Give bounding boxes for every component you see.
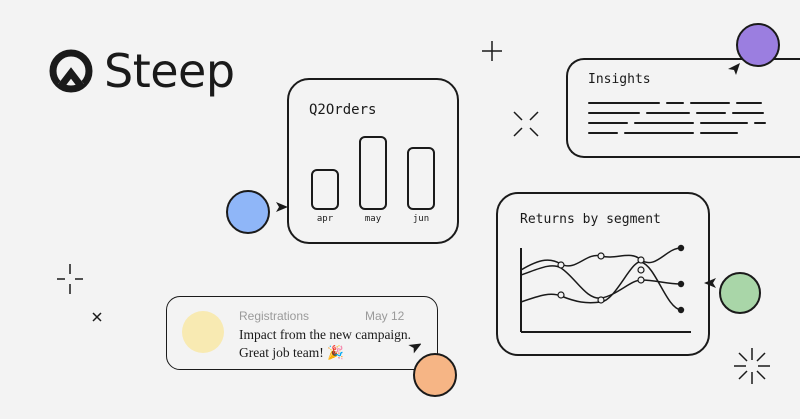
sparkle-burst-icon (734, 348, 770, 384)
insights-placeholder-line (646, 112, 690, 114)
orders-card-title: Q2Orders (309, 102, 377, 118)
sparkle-x-icon (513, 111, 539, 137)
small-x-icon (92, 312, 102, 322)
series-point (597, 296, 605, 304)
brand-name: Steep (104, 44, 235, 98)
notification-date: May 12 (365, 309, 405, 323)
cursor-pointer-icon (728, 63, 740, 75)
returns-line-chart (520, 244, 691, 333)
cursor-pointer-icon (704, 278, 716, 288)
insights-placeholder-line (588, 112, 640, 114)
orders-bar-apr (311, 169, 339, 210)
insights-card-title: Insights (588, 72, 651, 87)
cursor-pointer-icon (276, 202, 288, 212)
returns-card-title: Returns by segment (520, 212, 661, 227)
series-point (637, 266, 645, 274)
series-point (557, 261, 565, 269)
orders-bar-jun (407, 147, 435, 210)
orders-bar-label: may (364, 214, 382, 224)
series-endpoint (677, 280, 685, 288)
series-endpoint (677, 244, 685, 252)
orders-bar-label: jun (412, 214, 430, 224)
insights-placeholder-line (666, 102, 684, 104)
avatar-orange[interactable] (413, 353, 457, 397)
insights-placeholder-line (588, 132, 618, 134)
insights-placeholder-line (690, 102, 730, 104)
insights-placeholder-line (696, 112, 726, 114)
series-endpoint (677, 306, 685, 314)
avatar-yellow (182, 311, 224, 353)
series-point (637, 256, 645, 264)
notification-message-line-1: Impact from the new campaign. (239, 327, 412, 342)
series-point (557, 291, 565, 299)
orders-bar-label: apr (316, 214, 334, 224)
insights-placeholder-line (700, 122, 748, 124)
insights-placeholder-line (588, 122, 628, 124)
steep-logo-icon (49, 49, 93, 93)
avatar-blue[interactable] (226, 190, 270, 234)
avatar-green[interactable] (719, 272, 761, 314)
insights-placeholder-line (634, 122, 694, 124)
cursor-pointer-icon (408, 343, 421, 354)
orders-bar-may (359, 136, 387, 210)
series-point (597, 252, 605, 260)
insights-placeholder-line (624, 132, 694, 134)
insights-placeholder-line (588, 102, 660, 104)
insights-card[interactable]: Insights (566, 58, 800, 158)
notification-message-line-2: Great job team! 🎉 (239, 345, 344, 360)
sparkle-plus-icon (482, 41, 502, 61)
avatar-purple[interactable] (736, 23, 780, 67)
insights-placeholder-line (754, 122, 766, 124)
series-point (637, 276, 645, 284)
insights-placeholder-line (736, 102, 762, 104)
sparkle-cross-icon (57, 264, 83, 294)
brand-logo[interactable]: Steep (48, 44, 235, 98)
insights-placeholder-line (732, 112, 764, 114)
orders-chart-card[interactable]: Q2Orders apr may jun (287, 78, 459, 244)
insights-placeholder-line (700, 132, 738, 134)
notification-source: Registrations (239, 309, 310, 323)
returns-chart-card[interactable]: Returns by segment (496, 192, 710, 356)
registration-notification[interactable]: Registrations May 12 Impact from the new… (166, 296, 438, 370)
series-line-2 (520, 265, 682, 299)
